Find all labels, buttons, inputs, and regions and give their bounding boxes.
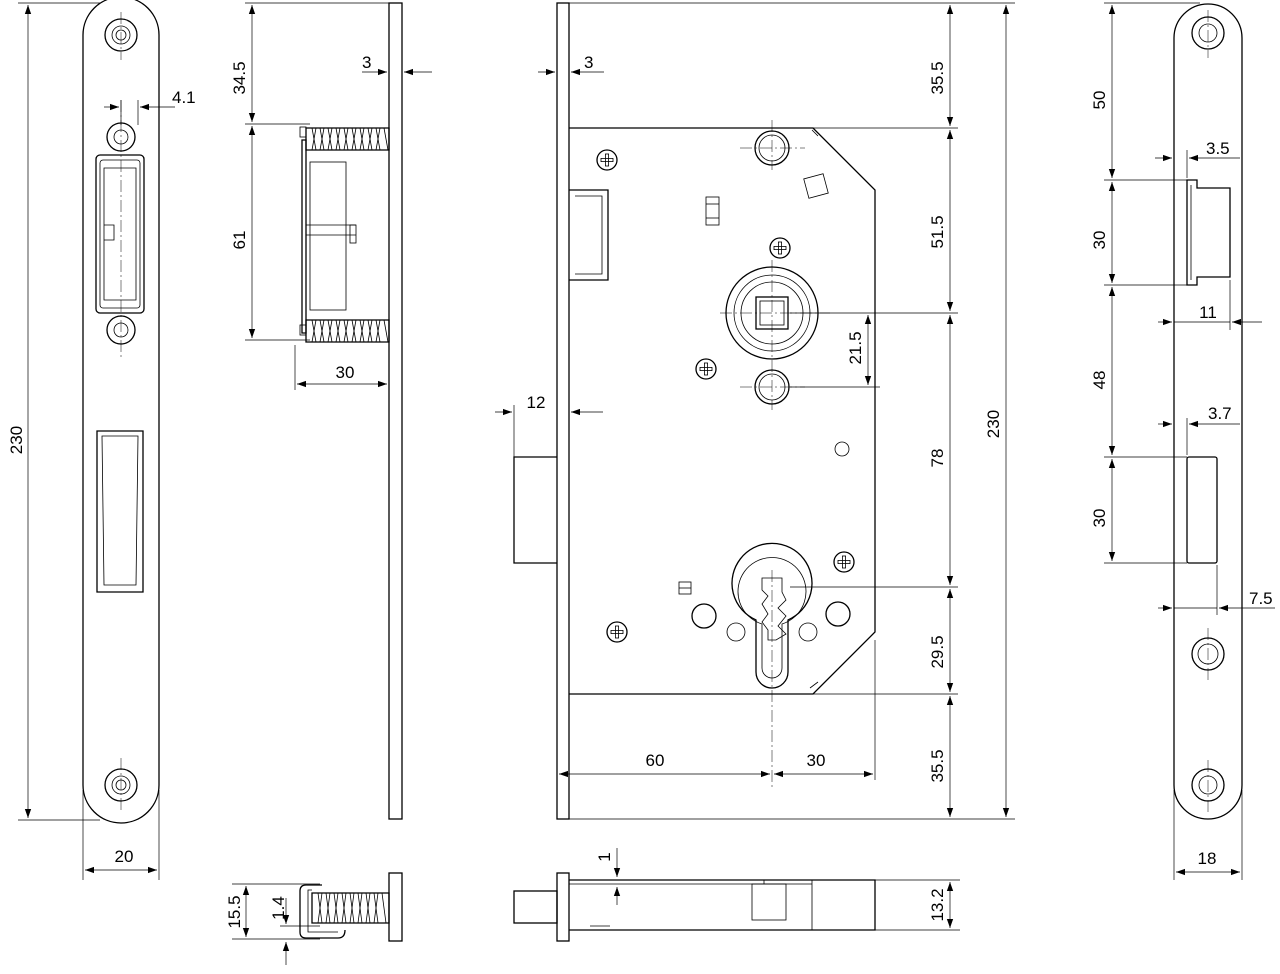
dim-34-5: 34.5 [230,61,249,94]
dim-3-5: 3.5 [1206,139,1230,158]
dim-13-2: 13.2 [928,888,947,921]
dim-60: 60 [646,751,665,770]
dim-4-1: 4.1 [172,88,196,107]
dim-15-5: 15.5 [225,895,244,928]
dim-3-7: 3.7 [1208,404,1232,423]
dim-1: 1 [595,852,614,861]
dim-230-faceplate: 230 [7,426,26,454]
dim-51-5: 51.5 [928,215,947,248]
dim-1-4: 1.4 [269,896,288,920]
dim-50: 50 [1090,91,1109,110]
dim-7-5: 7.5 [1249,589,1273,608]
lock-body-top-view [513,872,876,942]
latch-top-dimensions: 15.5 1.4 [225,883,320,965]
dim-30-side: 30 [336,363,355,382]
dim-12: 12 [527,393,546,412]
strike-plate-view [1173,3,1243,820]
dim-61: 61 [230,231,249,250]
dim-20-width: 20 [115,847,134,866]
lock-body-top-dimensions: 1 13.2 [595,848,960,931]
dim-3-side: 3 [362,53,371,72]
latch-top-view [299,872,403,942]
dim-29-5: 29.5 [928,635,947,668]
dim-35-5-bottom: 35.5 [928,749,947,782]
dim-30-backset: 30 [807,751,826,770]
dim-48: 48 [1090,371,1109,390]
dim-21-5: 21.5 [846,331,865,364]
latch-side-view [299,2,403,820]
lock-body-main-view [513,2,876,820]
dim-230-body: 230 [984,410,1003,438]
latch-side-dimensions: 34.5 61 3 30 [230,2,432,390]
dim-30-strike-top: 30 [1090,231,1109,250]
dim-18: 18 [1198,849,1217,868]
dim-35-5-top: 35.5 [928,61,947,94]
dim-78: 78 [928,449,947,468]
faceplate-front-view [82,0,160,824]
dim-11: 11 [1199,303,1217,322]
lock-body-dimensions: 35.5 51.5 78 29.5 35.5 230 21.5 3 12 60 … [495,2,1015,820]
dim-30-strike-bottom: 30 [1090,509,1109,528]
dim-3-forend: 3 [584,53,593,72]
faceplate-dimensions: 230 20 4.1 [7,2,196,880]
strike-plate-dimensions: 50 30 48 30 3.5 11 3.7 7.5 18 [1090,2,1275,880]
